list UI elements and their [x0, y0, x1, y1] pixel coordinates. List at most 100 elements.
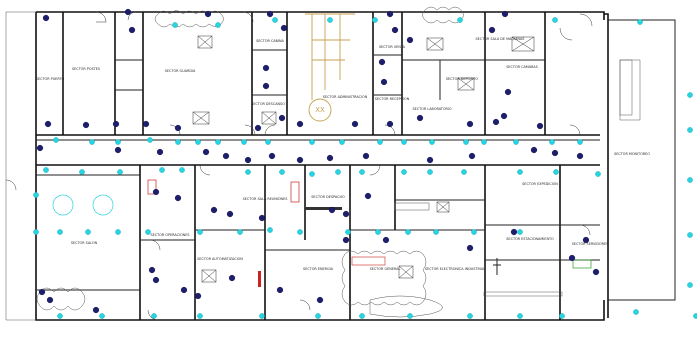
navy-device-marker [202, 148, 210, 156]
cyan-device-marker [513, 139, 519, 145]
navy-device-marker [276, 286, 284, 294]
cyan-device-marker [335, 169, 341, 175]
cyan-device-marker [377, 139, 383, 145]
cyan-device-marker [115, 229, 121, 235]
navy-device-marker [194, 292, 202, 300]
room-label: SECTOR ENERGIA [303, 267, 334, 271]
cyan-device-marker [433, 229, 439, 235]
navy-device-marker [42, 14, 50, 22]
cyan-device-marker [481, 139, 487, 145]
navy-device-marker [114, 146, 122, 154]
navy-device-marker [530, 146, 538, 154]
cyan-device-marker [265, 139, 271, 145]
interior-walls [36, 12, 600, 320]
cyan-device-marker [99, 313, 105, 319]
navy-device-marker [328, 206, 336, 214]
equipment: XX [52, 13, 633, 297]
room-label: SECTOR GUARDIA [165, 69, 196, 73]
cyan-device-marker [79, 169, 85, 175]
cyan-device-marker [375, 229, 381, 235]
svg-text:XX: XX [315, 106, 325, 114]
navy-device-marker [351, 120, 359, 128]
cyan-device-marker [401, 139, 407, 145]
cyan-device-marker [241, 139, 247, 145]
navy-device-marker [142, 120, 150, 128]
room-label: SECTOR CAMARAS [506, 65, 537, 69]
cyan-device-marker [687, 127, 693, 133]
navy-device-marker [278, 114, 286, 122]
navy-device-marker [386, 120, 394, 128]
cyan-device-marker [559, 313, 565, 319]
cyan-device-marker [359, 313, 365, 319]
cyan-device-marker [195, 139, 201, 145]
navy-device-marker [380, 78, 388, 86]
navy-device-marker [36, 144, 44, 152]
navy-device-marker [44, 120, 52, 128]
cyan-device-marker [372, 17, 378, 23]
cyan-device-marker [245, 169, 251, 175]
cyan-device-marker [197, 313, 203, 319]
room-label: SECTOR SERVIDORES [572, 242, 609, 246]
navy-device-marker [362, 152, 370, 160]
cyan-device-marker [279, 169, 285, 175]
navy-device-marker [174, 194, 182, 202]
cyan-device-marker [315, 313, 321, 319]
cyan-device-marker [117, 169, 123, 175]
room-label: SECTOR AUTOMATIZACION [197, 257, 243, 261]
navy-device-marker [258, 214, 266, 222]
plan-outline [5, 11, 676, 321]
cyan-device-marker [43, 167, 49, 173]
navy-device-marker [174, 124, 182, 132]
room-label: SECTOR ELECTRONICA INDUSTRIAL [425, 267, 485, 271]
navy-device-marker [296, 120, 304, 128]
cyan-device-marker [517, 313, 523, 319]
navy-device-marker [244, 156, 252, 164]
room-label: SECTOR DEPOSITO [446, 77, 479, 81]
room-label: SECTOR VENTA [379, 45, 406, 49]
cyan-device-marker [179, 167, 185, 173]
cyan-device-marker [595, 171, 601, 177]
cyan-device-marker [407, 313, 413, 319]
cyan-device-marker [259, 313, 265, 319]
navy-device-marker [551, 149, 559, 157]
cyan-device-marker [147, 137, 153, 143]
navy-device-marker [152, 276, 160, 284]
navy-device-marker [576, 152, 584, 160]
navy-device-marker [46, 296, 54, 304]
navy-device-marker [378, 58, 386, 66]
room-label: SECTOR DESPACHO [311, 195, 345, 199]
cyan-device-marker [172, 22, 178, 28]
room-label: SECTOR SALA DE MAQUINAS [476, 37, 525, 41]
navy-device-marker [210, 206, 218, 214]
navy-device-marker [226, 210, 234, 218]
cyan-device-marker [577, 139, 583, 145]
cyan-device-marker [57, 313, 63, 319]
navy-device-marker [416, 114, 424, 122]
cyan-device-marker [57, 229, 63, 235]
navy-device-marker [222, 152, 230, 160]
navy-device-marker [124, 8, 132, 16]
navy-device-marker [262, 64, 270, 72]
cyan-device-marker [633, 309, 639, 315]
revision-clouds [36, 6, 464, 318]
navy-device-marker [152, 188, 160, 196]
navy-device-marker [82, 121, 90, 129]
cyan-device-marker [405, 229, 411, 235]
room-label: SECTOR OPERACIONES [150, 233, 189, 237]
room-label: SECTOR POSTES [72, 67, 100, 71]
navy-device-marker [228, 274, 236, 282]
navy-device-marker [280, 24, 288, 32]
navy-device-marker [582, 236, 590, 244]
navy-device-marker [268, 152, 276, 160]
cyan-device-marker [309, 139, 315, 145]
cyan-device-marker [85, 229, 91, 235]
cyan-device-marker [267, 227, 273, 233]
navy-device-marker [382, 236, 390, 244]
cyan-device-marker [549, 139, 555, 145]
room-label: SECTOR CABINA [256, 39, 284, 43]
navy-device-marker [488, 26, 496, 34]
cyan-device-marker [159, 167, 165, 173]
cyan-device-marker [687, 232, 693, 238]
navy-device-marker [38, 288, 46, 296]
